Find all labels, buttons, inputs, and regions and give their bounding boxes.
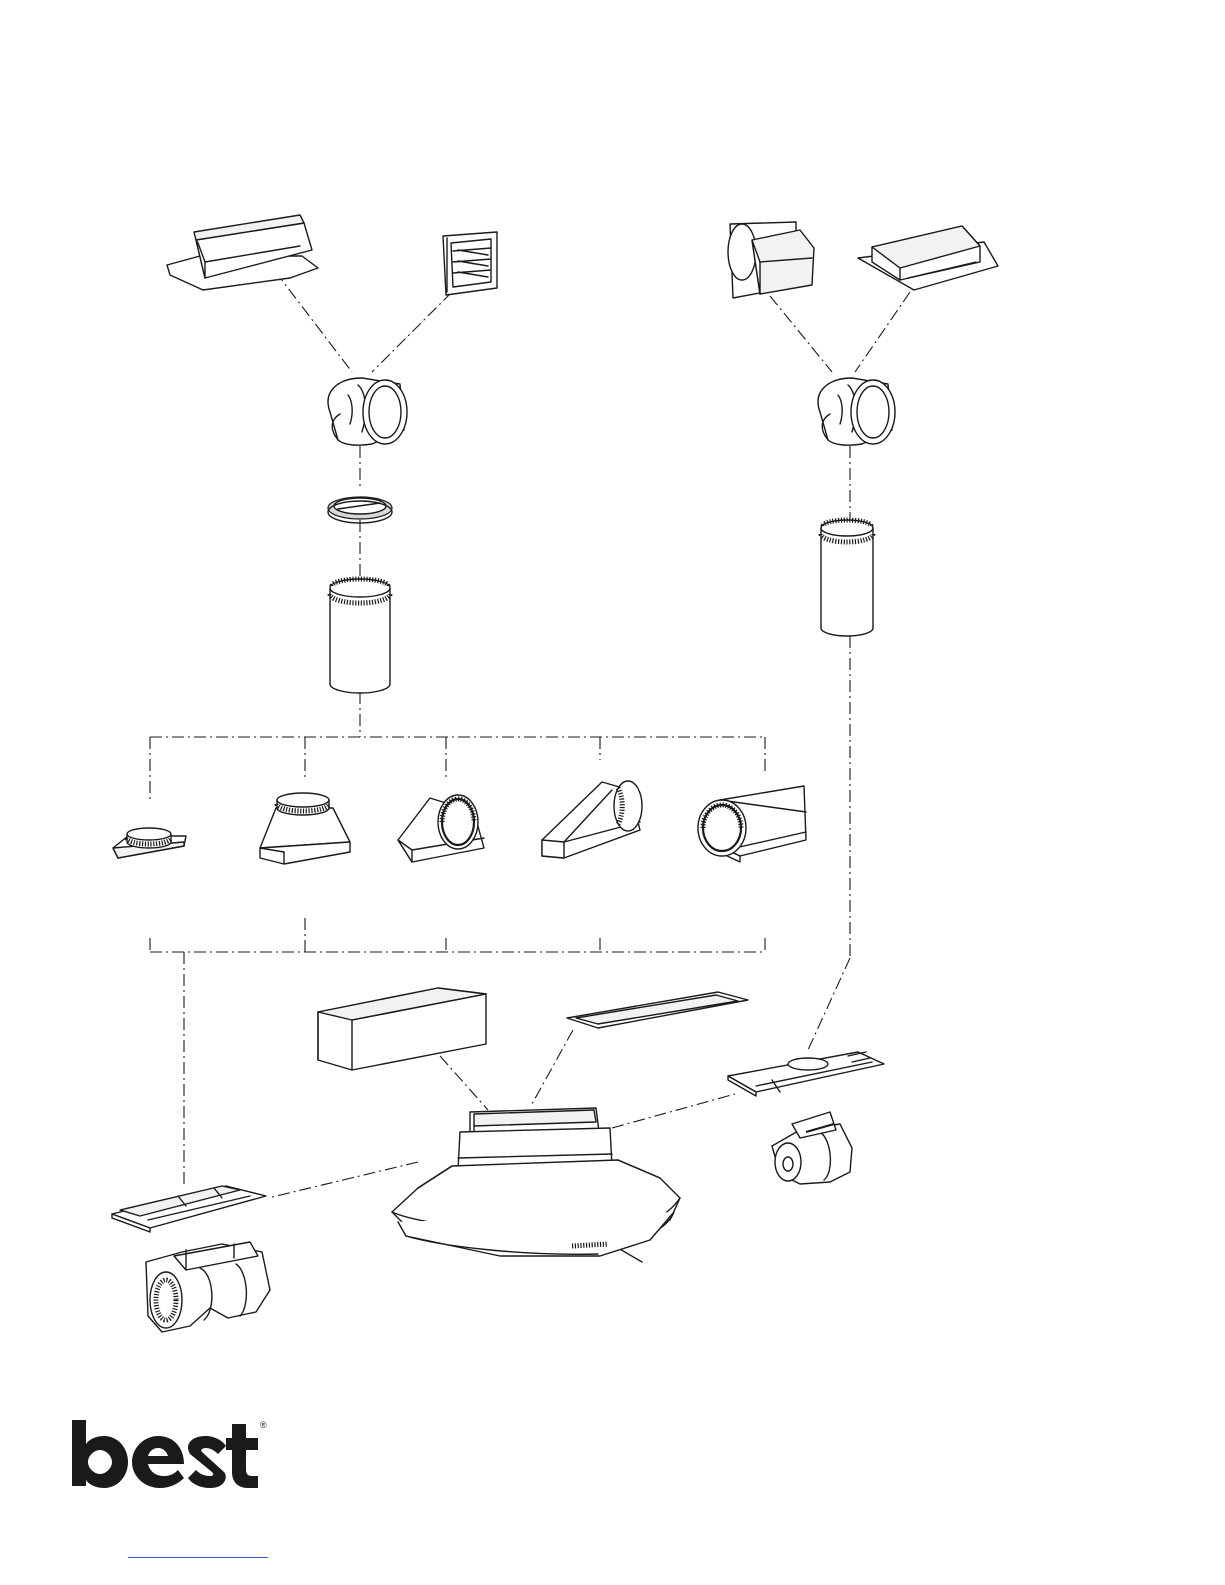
wall-cap-left <box>167 215 318 290</box>
brand-logo: ® <box>72 1418 272 1490</box>
flue-extension <box>318 988 486 1070</box>
transition-3 <box>398 795 484 862</box>
footer-link-underline[interactable] <box>128 1557 268 1558</box>
damper-ring <box>328 497 392 523</box>
hooded-wall-cap <box>728 222 814 298</box>
roof-cap <box>858 226 998 290</box>
filter-panel <box>567 992 748 1028</box>
round-duct-right <box>821 520 873 636</box>
round-elbow-right <box>818 378 895 445</box>
transition-2 <box>260 793 350 864</box>
best-logo-mark: ® <box>72 1418 272 1490</box>
hood-body <box>392 1108 680 1256</box>
round-duct-left <box>330 579 390 693</box>
transition-4 <box>542 781 642 858</box>
blower-plate-left <box>112 1186 266 1232</box>
single-blower <box>772 1112 852 1184</box>
twin-blower <box>146 1242 270 1332</box>
louvered-wall-cap <box>443 232 497 295</box>
transition-1 <box>113 828 186 858</box>
registered-mark: ® <box>260 1420 267 1430</box>
transition-5 <box>698 786 806 862</box>
blower-plate-right <box>728 1052 884 1096</box>
round-elbow-left <box>328 378 407 445</box>
